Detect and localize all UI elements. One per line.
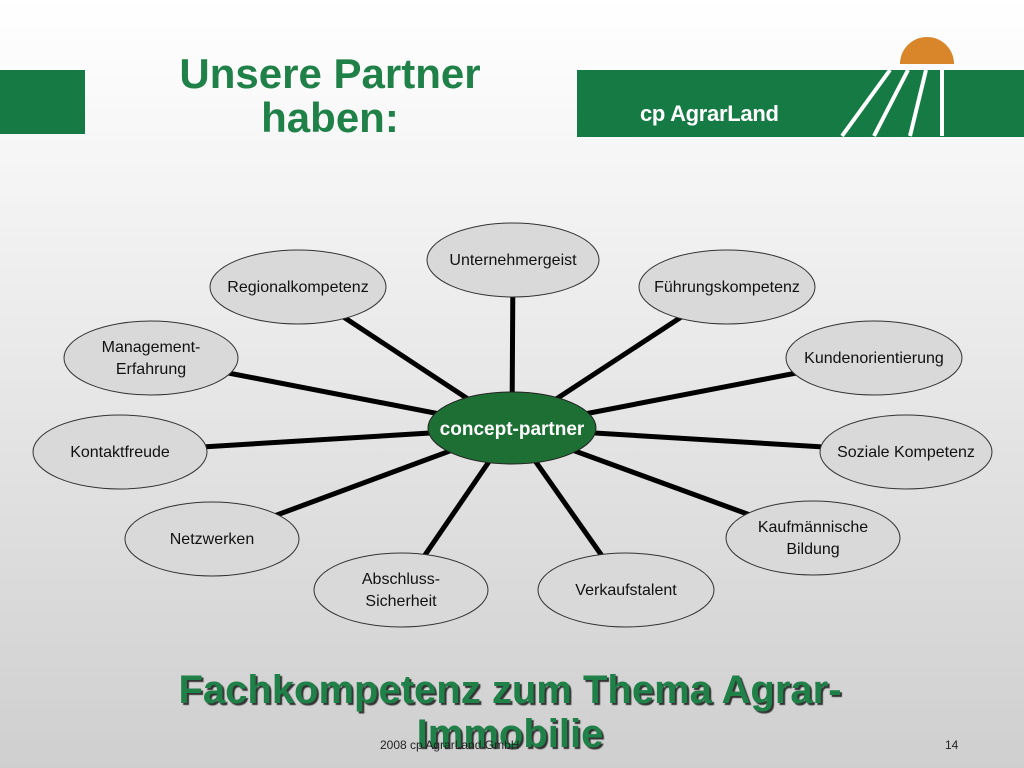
- competency-node: Unternehmergeist: [426, 222, 600, 298]
- agrarland-logo-icon: [840, 37, 954, 138]
- competency-label: Netzwerken: [170, 531, 254, 548]
- competency-label: Management-: [102, 339, 201, 356]
- page-number: 14: [945, 738, 959, 752]
- competency-ellipse: [32, 414, 208, 490]
- competency-ellipse: [209, 249, 387, 325]
- center-label: concept-partner: [440, 419, 585, 440]
- brand-logo-text: cp AgrarLand: [640, 101, 779, 126]
- competency-ellipse: [638, 249, 816, 325]
- slide-title: Unsere Partner haben:: [179, 50, 481, 141]
- competency-label: Unternehmergeist: [449, 252, 577, 269]
- competency-label: Führungskompetenz: [654, 279, 800, 296]
- competency-node: Verkaufstalent: [537, 552, 715, 628]
- competency-node: Abschluss- Sicherheit: [313, 552, 489, 628]
- competency-node: Regionalkompetenz: [209, 249, 387, 325]
- competency-label: Kaufmännische: [758, 519, 868, 536]
- competency-label: Abschluss-: [362, 571, 440, 588]
- headline: Fachkompetenz zum Thema Agrar-Immobilie: [178, 668, 842, 756]
- competency-ellipse: [63, 320, 239, 396]
- competency-ellipse: [819, 414, 993, 490]
- competency-label: Kontaktfreude: [70, 444, 170, 461]
- competency-ellipse: [124, 501, 300, 577]
- header-band-left: [0, 70, 85, 134]
- competency-node: Kundenorientierung: [785, 320, 963, 396]
- competency-ellipse: [426, 222, 600, 298]
- competency-label: Erfahrung: [116, 361, 186, 378]
- header-band-right: [577, 70, 1024, 137]
- competency-node: Netzwerken: [124, 501, 300, 577]
- competency-ellipse: [313, 552, 489, 628]
- competency-label: Bildung: [786, 541, 839, 558]
- center-ellipse: [427, 391, 597, 465]
- competency-ellipse: [725, 500, 901, 576]
- competency-node: Kontaktfreude: [32, 414, 208, 490]
- competency-label: Soziale Kompetenz: [837, 444, 975, 461]
- footer-text: 2008 cp AgrarLand GmbH: [380, 738, 520, 752]
- competency-node: Management- Erfahrung: [63, 320, 239, 396]
- competency-label: Sicherheit: [365, 593, 437, 610]
- competency-node: Führungskompetenz: [638, 249, 816, 325]
- competency-node: Soziale Kompetenz: [819, 414, 993, 490]
- competency-label: Verkaufstalent: [575, 582, 677, 599]
- competency-label: Regionalkompetenz: [227, 279, 368, 296]
- competency-label: Kundenorientierung: [804, 350, 944, 367]
- competency-ellipse: [785, 320, 963, 396]
- competency-ellipse: [537, 552, 715, 628]
